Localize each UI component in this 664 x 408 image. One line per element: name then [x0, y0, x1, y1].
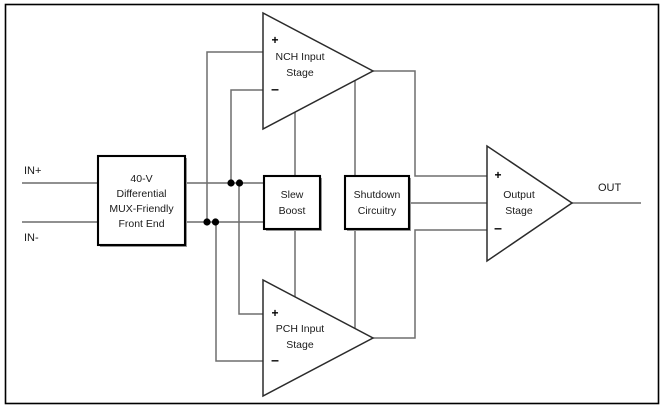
- wiring-layer: [22, 51, 641, 362]
- pch-triangle[interactable]: [262, 278, 375, 398]
- wire-nch-out-to-output-plus: [373, 70, 487, 177]
- output-label-line2: Stage: [505, 205, 533, 217]
- wire-pch-out-to-output-minus: [373, 229, 487, 339]
- slew-boost-rect[interactable]: [262, 174, 322, 231]
- front-end-line2: Differential: [117, 188, 167, 200]
- nch-plus-sign: +: [271, 33, 278, 47]
- front-end-line3: MUX-Friendly: [109, 203, 174, 215]
- front-end-rect[interactable]: [96, 154, 187, 247]
- slew-boost-line2: Boost: [279, 205, 306, 217]
- shutdown-rect[interactable]: [343, 174, 411, 231]
- output-minus-sign: –: [494, 220, 502, 236]
- front-end-line4: Front End: [118, 218, 164, 230]
- junction-dot-inplus-b: [235, 179, 244, 187]
- pch-label-line2: Stage: [286, 339, 314, 351]
- nch-triangle[interactable]: [262, 11, 375, 131]
- junction-dot-inminus-a: [203, 218, 211, 226]
- front-end-block[interactable]: 40-V Differential MUX-Friendly Front End: [96, 154, 187, 247]
- wire-inminus-to-pch-minus: [215, 222, 263, 362]
- nch-minus-sign: –: [271, 81, 279, 97]
- wire-inplus-to-pch-plus: [238, 183, 263, 315]
- pch-label-line1: PCH Input: [276, 323, 325, 335]
- output-stage[interactable]: + – Output Stage: [486, 144, 574, 263]
- shutdown-block[interactable]: Shutdown Circuitry: [343, 174, 411, 231]
- pch-input-stage[interactable]: + – PCH Input Stage: [262, 278, 375, 398]
- wire-inplus-to-nch-minus: [230, 89, 263, 183]
- wire-inminus-to-nch-plus: [206, 51, 263, 222]
- nch-label-line2: Stage: [286, 67, 314, 79]
- nch-input-stage[interactable]: + – NCH Input Stage: [262, 11, 375, 131]
- output-label-line1: Output: [503, 189, 535, 201]
- shutdown-line1: Shutdown: [354, 189, 401, 201]
- pch-plus-sign: +: [271, 306, 278, 320]
- pch-minus-sign: –: [271, 352, 279, 368]
- port-label-in-plus: IN+: [24, 165, 41, 177]
- junction-dots: [203, 179, 244, 226]
- front-end-line1: 40-V: [130, 173, 152, 185]
- output-plus-sign: +: [494, 168, 501, 182]
- nch-label-line1: NCH Input: [275, 51, 324, 63]
- junction-dot-inplus-a: [227, 179, 235, 187]
- shutdown-line2: Circuitry: [358, 205, 397, 217]
- port-label-out: OUT: [598, 182, 622, 194]
- output-triangle[interactable]: [486, 144, 574, 263]
- slew-boost-line1: Slew: [281, 189, 304, 201]
- junction-dot-inminus-b: [211, 218, 220, 226]
- port-label-in-minus: IN-: [24, 232, 39, 244]
- slew-boost-block[interactable]: Slew Boost: [262, 174, 322, 231]
